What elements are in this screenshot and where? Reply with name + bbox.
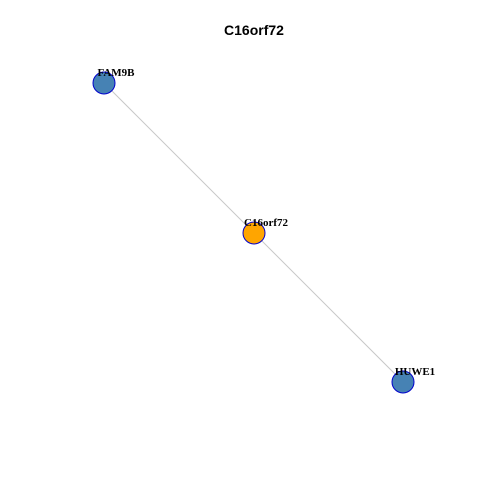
node-circle-fam9b xyxy=(92,71,116,95)
edges-layer xyxy=(103,82,404,383)
node-fam9b: FAM9B xyxy=(92,67,135,95)
node-huwe1: HUWE1 xyxy=(391,366,435,394)
node-circle-huwe1 xyxy=(391,370,415,394)
diagram-title: C16orf72 xyxy=(224,22,284,38)
edge-fam9b-c16orf72 xyxy=(103,82,255,234)
node-label-huwe1: HUWE1 xyxy=(395,366,435,378)
node-circle-c16orf72 xyxy=(242,221,266,245)
edge-c16orf72-huwe1 xyxy=(253,232,404,383)
node-label-c16orf72: C16orf72 xyxy=(244,217,288,229)
node-c16orf72: C16orf72 xyxy=(242,217,288,245)
node-label-fam9b: FAM9B xyxy=(97,67,135,79)
